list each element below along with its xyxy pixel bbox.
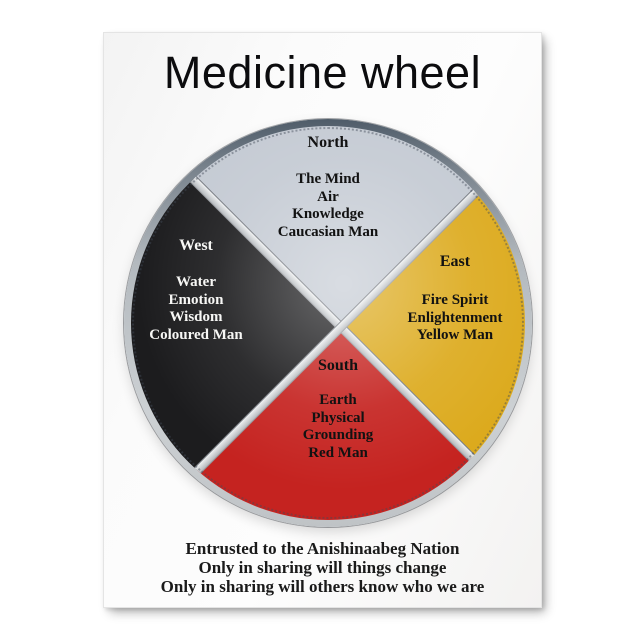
caption-line-2: Only in sharing will things change [198, 558, 447, 577]
quadrant-south: South Earth Physical Grounding Red Man [248, 357, 428, 462]
quadrant-east-direction: East [439, 253, 471, 270]
photo-print: Medicine wheel North The Mind Air Knowle… [103, 32, 542, 608]
caption-line-1: Entrusted to the Anishinaabeg Nation [185, 539, 460, 558]
quadrant-north-attributes: The Mind Air Knowledge Caucasian Man [131, 171, 525, 241]
quadrant-west-line-1: Water [176, 274, 216, 290]
quadrant-west-line-2: Emotion [168, 291, 224, 308]
quadrant-south-line-1: Earth [319, 392, 357, 408]
quadrant-north-line-2: Air [317, 188, 339, 205]
quadrant-south-attributes: Earth Physical Grounding Red Man [248, 392, 428, 462]
quadrant-east-line-1: Fire Spirit [421, 292, 489, 308]
caption-line-3: Only in sharing will others know who we … [160, 577, 485, 596]
quadrant-south-line-4: Red Man [308, 444, 368, 461]
wheel-face: North The Mind Air Knowledge Caucasian M… [131, 126, 525, 520]
quadrant-north-direction: North [307, 134, 349, 151]
medicine-wheel: North The Mind Air Knowledge Caucasian M… [124, 119, 532, 527]
quadrant-north-line-1: The Mind [296, 171, 360, 187]
quadrant-east-attributes: Fire Spirit Enlightenment Yellow Man [365, 292, 525, 345]
quadrant-south-line-3: Grounding [302, 427, 374, 443]
quadrant-north-line-3: Knowledge [292, 206, 364, 222]
quadrant-east: East Fire Spirit Enlightenment Yellow Ma… [365, 253, 525, 345]
quadrant-east-line-2: Enlightenment [407, 309, 503, 326]
poster-title: Medicine wheel [163, 47, 482, 98]
quadrant-west-direction: West [179, 237, 213, 254]
caption: Entrusted to the Anishinaabeg Nation Onl… [104, 539, 541, 596]
quadrant-south-line-2: Physical [311, 409, 365, 426]
quadrant-west: West Water Emotion Wisdom Coloured Man [131, 237, 281, 344]
quadrant-west-attributes: Water Emotion Wisdom Coloured Man [131, 274, 281, 344]
quadrant-west-line-3: Wisdom [169, 309, 223, 325]
quadrant-west-line-4: Coloured Man [149, 326, 243, 343]
quadrant-east-line-3: Yellow Man [416, 327, 494, 343]
quadrant-north: North The Mind Air Knowledge Caucasian M… [131, 134, 525, 241]
quadrant-north-line-4: Caucasian Man [277, 223, 379, 240]
quadrant-south-direction: South [317, 357, 359, 374]
